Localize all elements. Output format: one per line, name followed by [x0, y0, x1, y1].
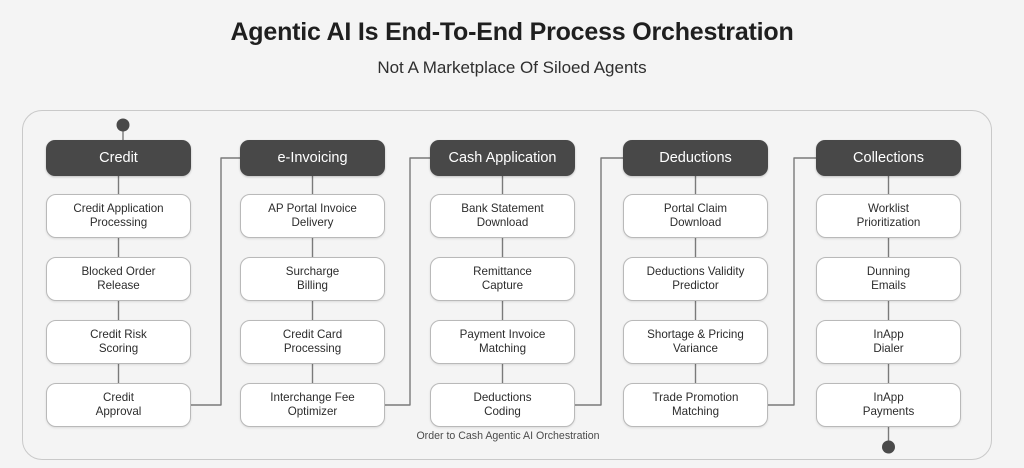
column-header-e-invoicing[interactable]: e-Invoicing [240, 140, 385, 176]
page-title: Agentic AI Is End-To-End Process Orchest… [230, 18, 794, 46]
column-header-cash-application[interactable]: Cash Application [430, 140, 575, 176]
column-header-deductions[interactable]: Deductions [623, 140, 768, 176]
diagram-caption: Order to Cash Agentic AI Orchestration [416, 430, 600, 442]
column-header-collections[interactable]: Collections [816, 140, 961, 176]
page-subtitle: Not A Marketplace Of Siloed Agents [377, 58, 647, 77]
column-header-credit[interactable]: Credit [46, 140, 191, 176]
title-block: Agentic AI Is End-To-End Process Orchest… [0, 0, 1024, 80]
